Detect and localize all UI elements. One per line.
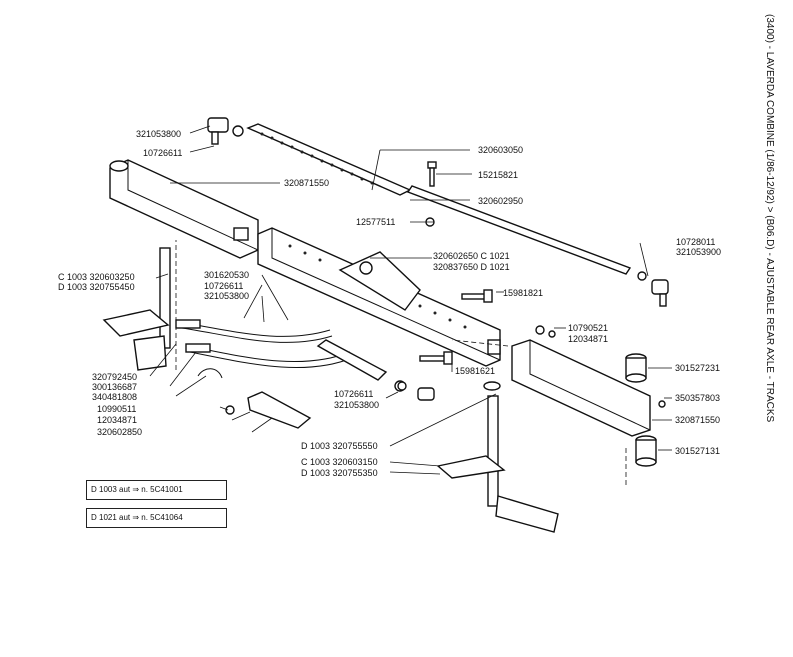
ball-joint-lower <box>397 381 435 401</box>
left-steering-knuckle <box>102 247 171 371</box>
part-label-d1003-320755550: D 1003 320755550 <box>301 441 378 451</box>
part-label-10726611-mid: 10726611 <box>204 281 244 291</box>
part-label-d1003-320755350: D 1003 320755350 <box>301 468 378 478</box>
part-label-320603050: 320603050 <box>478 145 524 155</box>
part-label-320792450: 320792450 <box>92 372 138 382</box>
part-label-321053900: 321053900 <box>676 247 722 257</box>
part-label-320602650: 320602650 C 1021 <box>433 251 510 261</box>
part-label-15215821: 15215821 <box>478 170 519 180</box>
tie-rod-long <box>406 185 632 275</box>
part-label-15981821: 15981821 <box>503 288 544 298</box>
serial-note-2: D 1021 aut ⇒ n. 5C41064 <box>86 508 227 528</box>
bolt-15981821 <box>461 289 493 303</box>
bracket-320602850 <box>247 391 312 429</box>
part-label-12034871-left: 12034871 <box>97 415 138 425</box>
right-steering-knuckle <box>436 381 559 533</box>
part-label-300136687: 300136687 <box>92 382 138 392</box>
serial-note-1: D 1003 aut ⇒ n. 5C41001 <box>86 480 227 500</box>
hydraulic-pipes <box>175 319 353 368</box>
hydraulic-cylinder <box>316 339 406 392</box>
part-label-321053800-low: 321053800 <box>334 400 380 410</box>
part-label-320602950: 320602950 <box>478 196 524 206</box>
clamp-340481808 <box>197 368 223 379</box>
part-label-320837650: 320837650 D 1021 <box>433 262 510 272</box>
part-label-301527131: 301527131 <box>675 446 721 456</box>
leader-lines <box>149 125 672 475</box>
part-label-350357803: 350357803 <box>675 393 721 403</box>
part-label-321053800: 321053800 <box>136 129 182 139</box>
ball-joint-right <box>637 271 669 307</box>
washer-10790521 <box>535 325 545 335</box>
part-label-321053800-mid: 321053800 <box>204 291 250 301</box>
part-label-340481808: 340481808 <box>92 392 138 402</box>
part-label-d1003-320755450: D 1003 320755450 <box>58 282 135 292</box>
right-frame-beam <box>511 339 651 437</box>
part-label-12577511: 12577511 <box>356 217 396 227</box>
grease-nipple-350357803 <box>658 400 666 408</box>
nut-12034871-right <box>548 330 556 338</box>
central-beam <box>257 227 501 367</box>
part-label-10726611: 10726611 <box>143 148 183 158</box>
part-label-320602850: 320602850 <box>97 427 143 437</box>
part-label-10726611-low: 10726611 <box>334 389 374 399</box>
part-label-10790521: 10790521 <box>568 323 609 333</box>
washer-12034871-left <box>225 405 235 415</box>
part-label-c1003-320603150: C 1003 320603150 <box>301 457 378 467</box>
part-label-320871550-right: 320871550 <box>675 415 721 425</box>
part-label-10990511: 10990511 <box>97 404 137 414</box>
tie-rod-tube <box>246 123 412 196</box>
part-label-15981621: 15981621 <box>455 366 496 376</box>
part-label-301620530: 301620530 <box>204 270 250 280</box>
part-label-320871550-top: 320871550 <box>284 178 330 188</box>
part-label-12034871-right: 12034871 <box>568 334 609 344</box>
diagram-title: (3400) - LAVERDA COMBINE (1/86-12/92) > … <box>764 14 775 423</box>
ball-joint-top-left <box>207 117 244 145</box>
bolt-15215821 <box>427 161 437 187</box>
part-label-c1003-320603250: C 1003 320603250 <box>58 272 135 282</box>
left-frame-beam <box>109 159 259 259</box>
central-beam-holes <box>288 244 467 329</box>
bushing-301527231 <box>625 353 647 383</box>
bushing-301527131 <box>635 435 657 467</box>
tie-rod-holes <box>260 132 374 185</box>
part-label-301527231: 301527231 <box>675 363 721 373</box>
part-label-10728011: 10728011 <box>676 237 716 247</box>
bolt-15981621 <box>419 351 453 365</box>
